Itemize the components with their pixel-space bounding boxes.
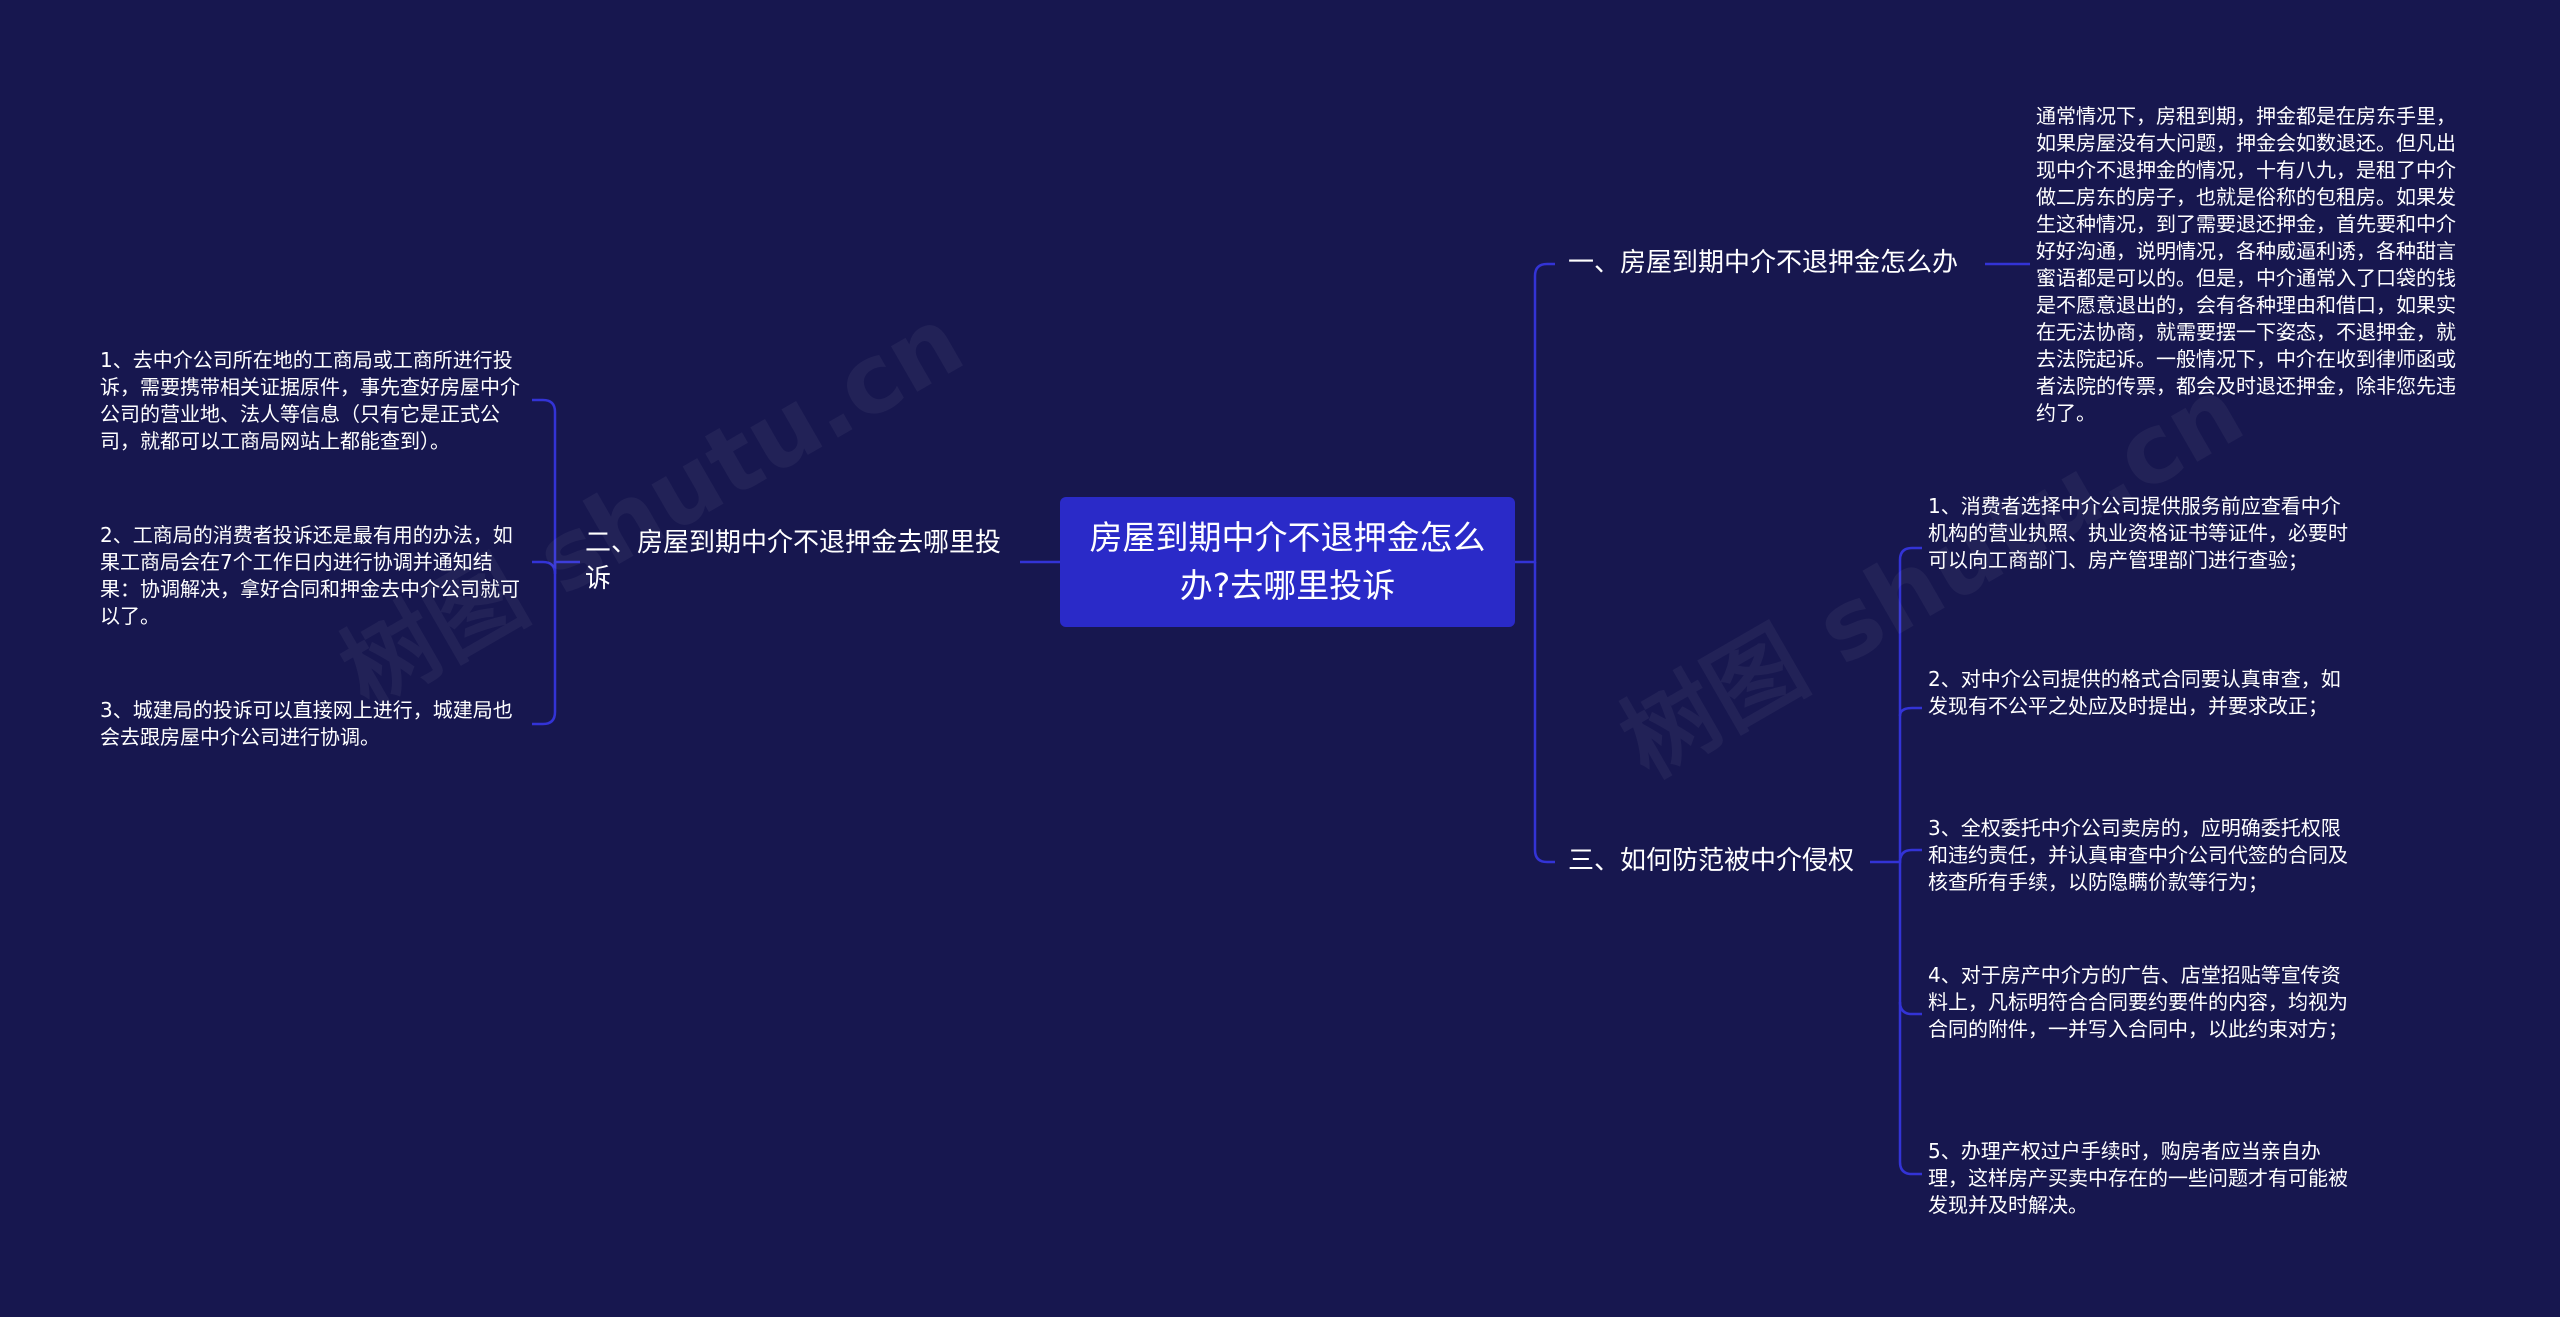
connector-b3-leaf4 (1898, 862, 1922, 1016)
root-node[interactable]: 房屋到期中介不退押金怎么办?去哪里投诉 (1060, 497, 1515, 627)
leaf-node-2-2[interactable]: 2、工商局的消费者投诉还是最有用的办法，如果工商局会在7个工作日内进行协调并通知… (100, 523, 520, 628)
connector-root-b3 (1533, 562, 1555, 864)
connector-b3-leaf2 (1898, 706, 1922, 717)
connector-b2-leaf3 (532, 562, 557, 726)
leaf-node-2-1[interactable]: 1、去中介公司所在地的工商局或工商所进行投诉，需要携带相关证据原件，事先查好房屋… (100, 348, 520, 453)
leaf-node-2-3[interactable]: 3、城建局的投诉可以直接网上进行，城建局也会去跟房屋中介公司进行协调。 (100, 698, 513, 749)
leaf-node-3-5[interactable]: 5、办理产权过户手续时，购房者应当亲自办理，这样房产买卖中存在的一些问题才有可能… (1928, 1139, 2348, 1217)
connector-b3-bracket (1870, 546, 1922, 864)
connector-b3-leaf3 (1898, 848, 1922, 863)
leaf-node-3-4[interactable]: 4、对于房产中介方的广告、店堂招贴等宣传资料上，凡标明符合合同要约要件的内容，均… (1928, 963, 2348, 1041)
leaf-node-3-1[interactable]: 1、消费者选择中介公司提供服务前应查看中介机构的营业执照、执业资格证书等证件，必… (1928, 494, 2348, 572)
connector-b3-leaf5 (1898, 1002, 1922, 1176)
connector-root-b1 (1515, 262, 1555, 564)
branch-node-1[interactable]: 一、房屋到期中介不退押金怎么办 (1568, 248, 1959, 278)
leaf-node-3-3[interactable]: 3、全权委托中介公司卖房的，应明确委托权限和违约责任，并认真审查中介公司代签的合… (1928, 816, 2348, 894)
leaf-node-1-1[interactable]: 通常情况下，房租到期，押金都是在房东手里，如果房屋没有大问题，押金会如数退还。但… (2036, 104, 2456, 425)
connector-b2-leaf2 (532, 560, 557, 575)
branch-node-2[interactable]: 二、房屋到期中介不退押金去哪里投诉 (585, 528, 1002, 594)
leaf-node-3-2[interactable]: 2、对中介公司提供的格式合同要认真审查，如发现有不公平之处应及时提出，并要求改正… (1928, 667, 2341, 718)
connector-b2-leaf1 (532, 398, 580, 564)
branch-node-3[interactable]: 三、如何防范被中介侵权 (1568, 846, 1855, 876)
